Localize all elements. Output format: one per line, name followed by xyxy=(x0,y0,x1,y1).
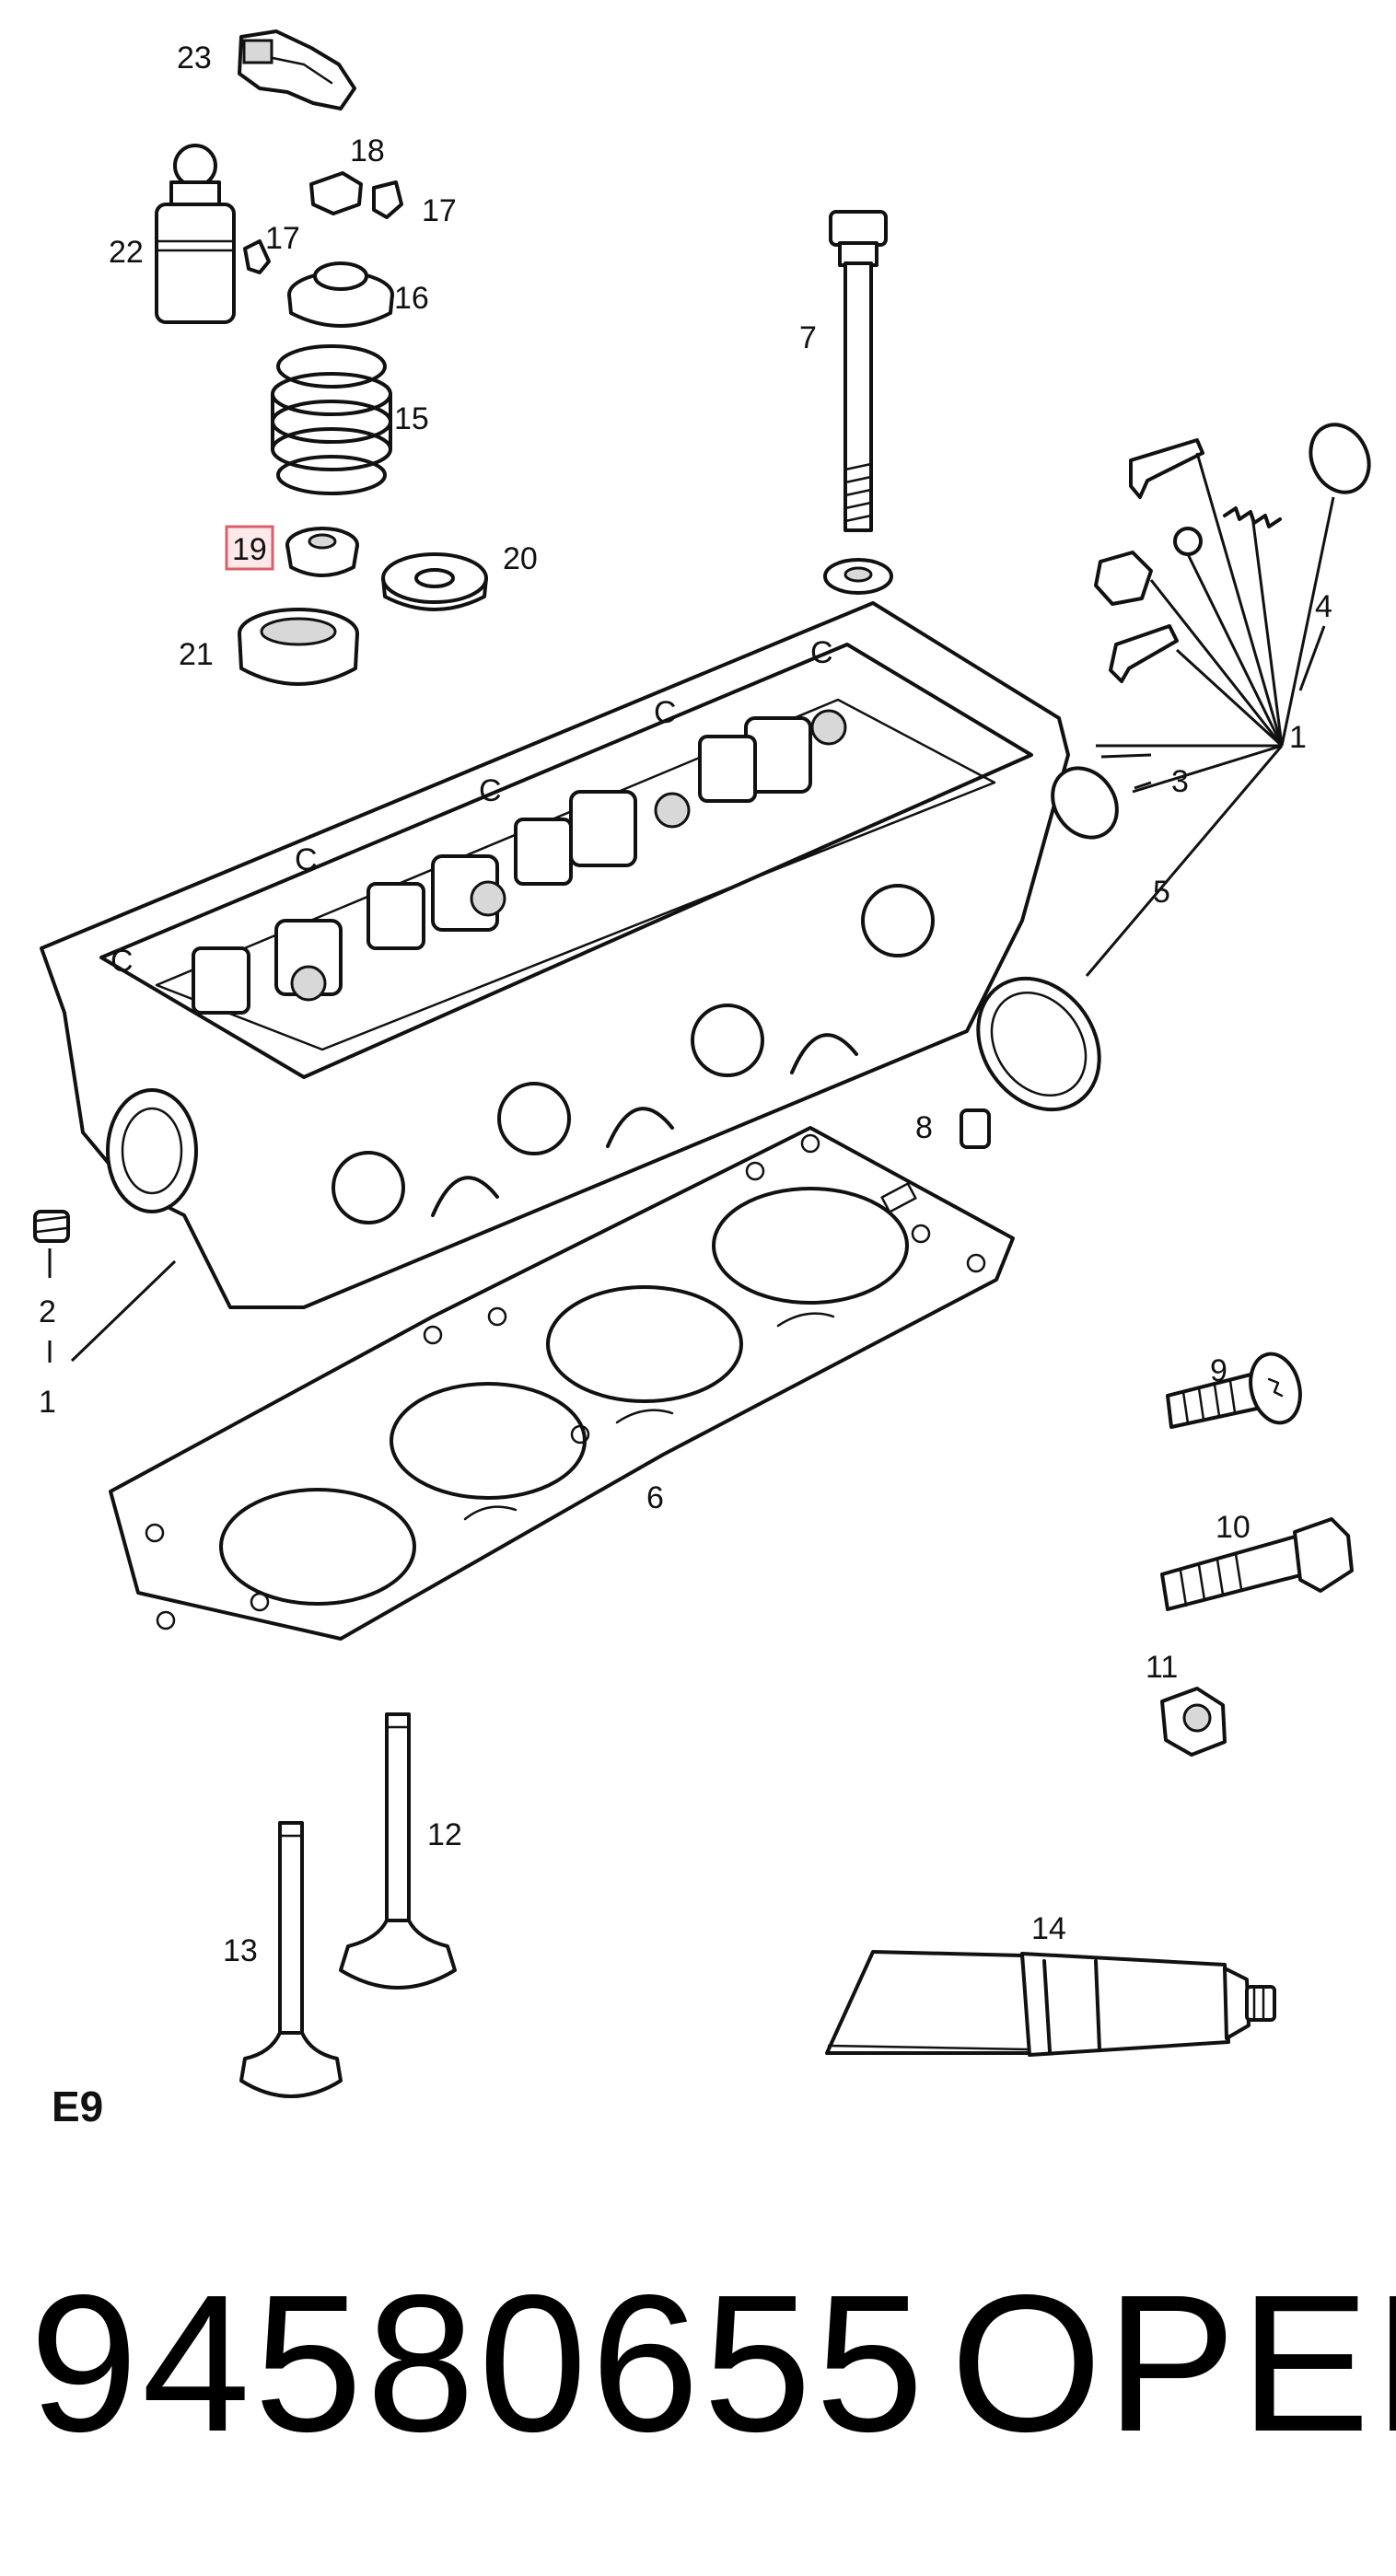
head-gasket-part xyxy=(109,1126,1015,1641)
hex-bolt-part xyxy=(1160,1517,1354,1611)
valve-stem-seal-part xyxy=(285,527,359,577)
intake-exhaust-ports xyxy=(332,884,935,1224)
cylinder-head-part: C C C C C xyxy=(40,601,1070,1309)
spring-washer-part xyxy=(381,552,488,611)
callout-8: 8 xyxy=(915,1110,933,1145)
rocker-arm-part xyxy=(238,29,356,110)
callout-13: 13 xyxy=(223,1933,258,1968)
callout-1b: 1 xyxy=(39,1385,56,1420)
dowel-sleeve-part xyxy=(960,1108,991,1149)
callout-17b: 17 xyxy=(265,221,300,256)
callout-15: 15 xyxy=(394,401,429,436)
valve-spring-part xyxy=(271,344,392,495)
svg-text:C: C xyxy=(295,842,318,877)
svg-text:C: C xyxy=(111,944,134,979)
callout-22: 22 xyxy=(109,235,144,270)
small-parts-set xyxy=(1094,423,1371,683)
callout-9: 9 xyxy=(1210,1353,1227,1388)
callout-21: 21 xyxy=(179,637,214,672)
svg-text:C: C xyxy=(810,635,833,670)
callout-3: 3 xyxy=(1171,764,1189,799)
intake-valve-part xyxy=(239,1821,343,2098)
callout-1a: 1 xyxy=(1289,720,1307,755)
hydraulic-lifter-part xyxy=(155,144,236,324)
callout-labels: 23 18 17 17 22 16 7 15 19 20 21 4 1 3 5 … xyxy=(39,41,1332,1968)
cam-bearing-towers xyxy=(192,709,847,1015)
brand-name: OPEL xyxy=(950,2254,1396,2472)
valve-keeper-parts xyxy=(243,171,403,274)
set-screw-part xyxy=(33,1210,70,1243)
callout-23: 23 xyxy=(177,41,212,75)
callout-4: 4 xyxy=(1315,589,1332,624)
exhaust-valve-part xyxy=(339,1712,457,1990)
callout-11: 11 xyxy=(1146,1650,1178,1685)
head-bolt-part xyxy=(823,210,893,595)
valve-seat-ring-part xyxy=(238,608,359,686)
svg-text:C: C xyxy=(479,773,502,808)
part-number: 94580655 xyxy=(29,2254,927,2472)
callout-14: 14 xyxy=(1031,1911,1066,1946)
callout-16: 16 xyxy=(394,281,429,316)
callout-17a: 17 xyxy=(422,193,457,228)
callout-5: 5 xyxy=(1153,875,1170,910)
callout-2: 2 xyxy=(39,1294,56,1329)
callout-12: 12 xyxy=(427,1817,462,1852)
callout-19-highlight xyxy=(225,525,274,571)
sealant-tube-part xyxy=(825,1950,1276,2057)
svg-text:C: C xyxy=(654,695,677,730)
callout-10: 10 xyxy=(1216,1510,1251,1545)
o-ring-small-part xyxy=(1051,766,1119,840)
spring-retainer-part xyxy=(287,261,394,328)
callout-7: 7 xyxy=(799,320,817,355)
hex-nut-part xyxy=(1160,1687,1227,1757)
callout-18: 18 xyxy=(350,133,385,168)
leader-lines xyxy=(48,452,1335,1363)
camshaft-seal-part xyxy=(976,976,1101,1112)
torx-screw-part xyxy=(1166,1352,1302,1429)
callout-20: 20 xyxy=(503,541,538,576)
gasket-holes xyxy=(145,1133,986,1630)
callout-19: 19 xyxy=(232,532,267,567)
group-code-label: E9 xyxy=(52,2083,103,2130)
callout-6: 6 xyxy=(646,1480,664,1515)
